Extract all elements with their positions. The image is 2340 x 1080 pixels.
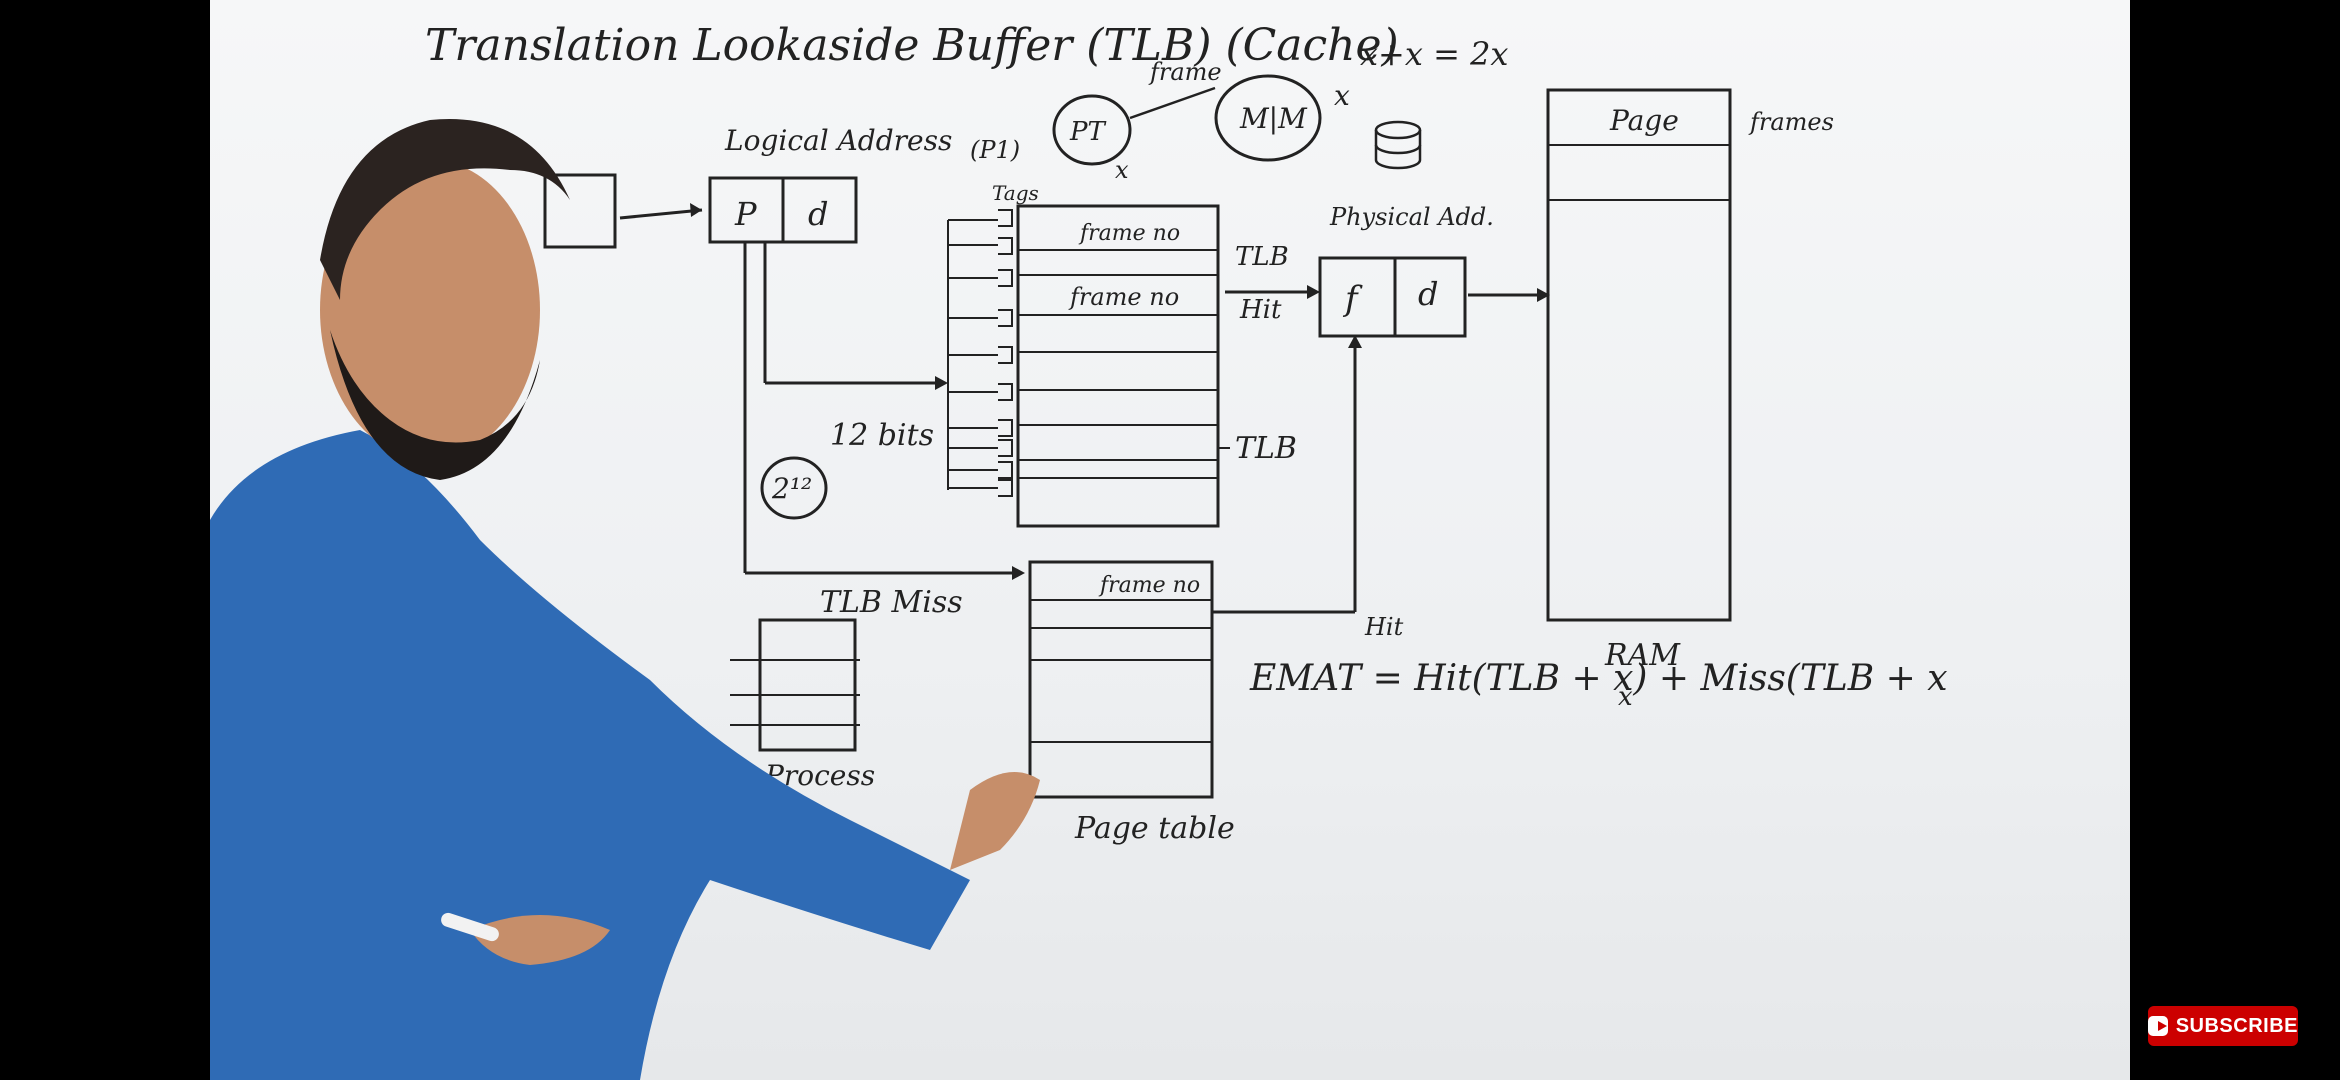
tlb-miss-label: TLB Miss bbox=[820, 585, 963, 620]
physical-address-label: Physical Add. bbox=[1329, 203, 1494, 231]
tlb-row-2: frame no bbox=[1068, 283, 1179, 311]
tlb-table bbox=[1016, 204, 1220, 528]
subscribe-label: SUBSCRIBE bbox=[2175, 1014, 2298, 1037]
tlb-hit-label-1: TLB bbox=[1235, 242, 1289, 272]
pt-circle bbox=[1052, 94, 1132, 166]
ram-label: RAM bbox=[1604, 638, 1681, 673]
x-label-mm: x bbox=[1334, 79, 1350, 112]
video-frame[interactable]: Translation Lookaside Buffer (TLB) (Cach… bbox=[210, 0, 2130, 1080]
mm-label: M|M bbox=[1239, 102, 1308, 135]
p1-label: (P1) bbox=[970, 136, 1020, 164]
top-equation: x+x = 2x bbox=[1360, 35, 1508, 73]
page-table-label: Page table bbox=[1074, 811, 1235, 846]
frame-label: frame bbox=[1148, 58, 1222, 86]
ram-frames-label: frames bbox=[1748, 108, 1834, 136]
tlb-side-label: TLB bbox=[1235, 431, 1297, 466]
physical-address-box bbox=[1318, 256, 1467, 338]
pt-mm-arrow bbox=[1129, 86, 1216, 120]
p-cell: P bbox=[734, 195, 757, 233]
hit-label: Hit bbox=[1364, 613, 1404, 641]
cpu-arrow bbox=[619, 208, 703, 220]
ram-page-label: Page bbox=[1609, 104, 1679, 137]
x-label-pt: x bbox=[1115, 156, 1129, 184]
pt-label: PT bbox=[1069, 117, 1106, 147]
tags-label: Tags bbox=[992, 181, 1039, 205]
mm-circle bbox=[1214, 74, 1322, 162]
page-table-row: frame no bbox=[1098, 573, 1200, 598]
tlb-hit-label-2: Hit bbox=[1239, 295, 1282, 325]
d-cell: d bbox=[808, 195, 828, 233]
subscribe-button[interactable]: SUBSCRIBE bbox=[2148, 1006, 2298, 1046]
miss-x-label: x bbox=[1618, 682, 1633, 712]
twelve-bits-label: 12 bits bbox=[830, 418, 934, 453]
board-title: Translation Lookaside Buffer (TLB) (Cach… bbox=[425, 20, 1399, 71]
ram-block bbox=[1546, 88, 1732, 622]
pd-cell: d bbox=[1418, 275, 1438, 313]
page-table bbox=[1028, 560, 1214, 799]
presenter bbox=[210, 119, 1040, 1080]
two-pow-circle bbox=[760, 456, 828, 520]
emat-formula: EMAT = Hit(TLB + x) + Miss(TLB + x bbox=[1249, 658, 1948, 699]
f-cell: f bbox=[1342, 279, 1363, 319]
logical-address-label: Logical Address bbox=[724, 124, 952, 157]
youtube-play-icon bbox=[2148, 1016, 2168, 1036]
two-pow-label: 2¹² bbox=[771, 472, 812, 505]
stack-icon bbox=[1374, 120, 1422, 170]
whiteboard: Translation Lookaside Buffer (TLB) (Cach… bbox=[210, 20, 1948, 1080]
tlb-row-1: frame no bbox=[1078, 221, 1180, 246]
